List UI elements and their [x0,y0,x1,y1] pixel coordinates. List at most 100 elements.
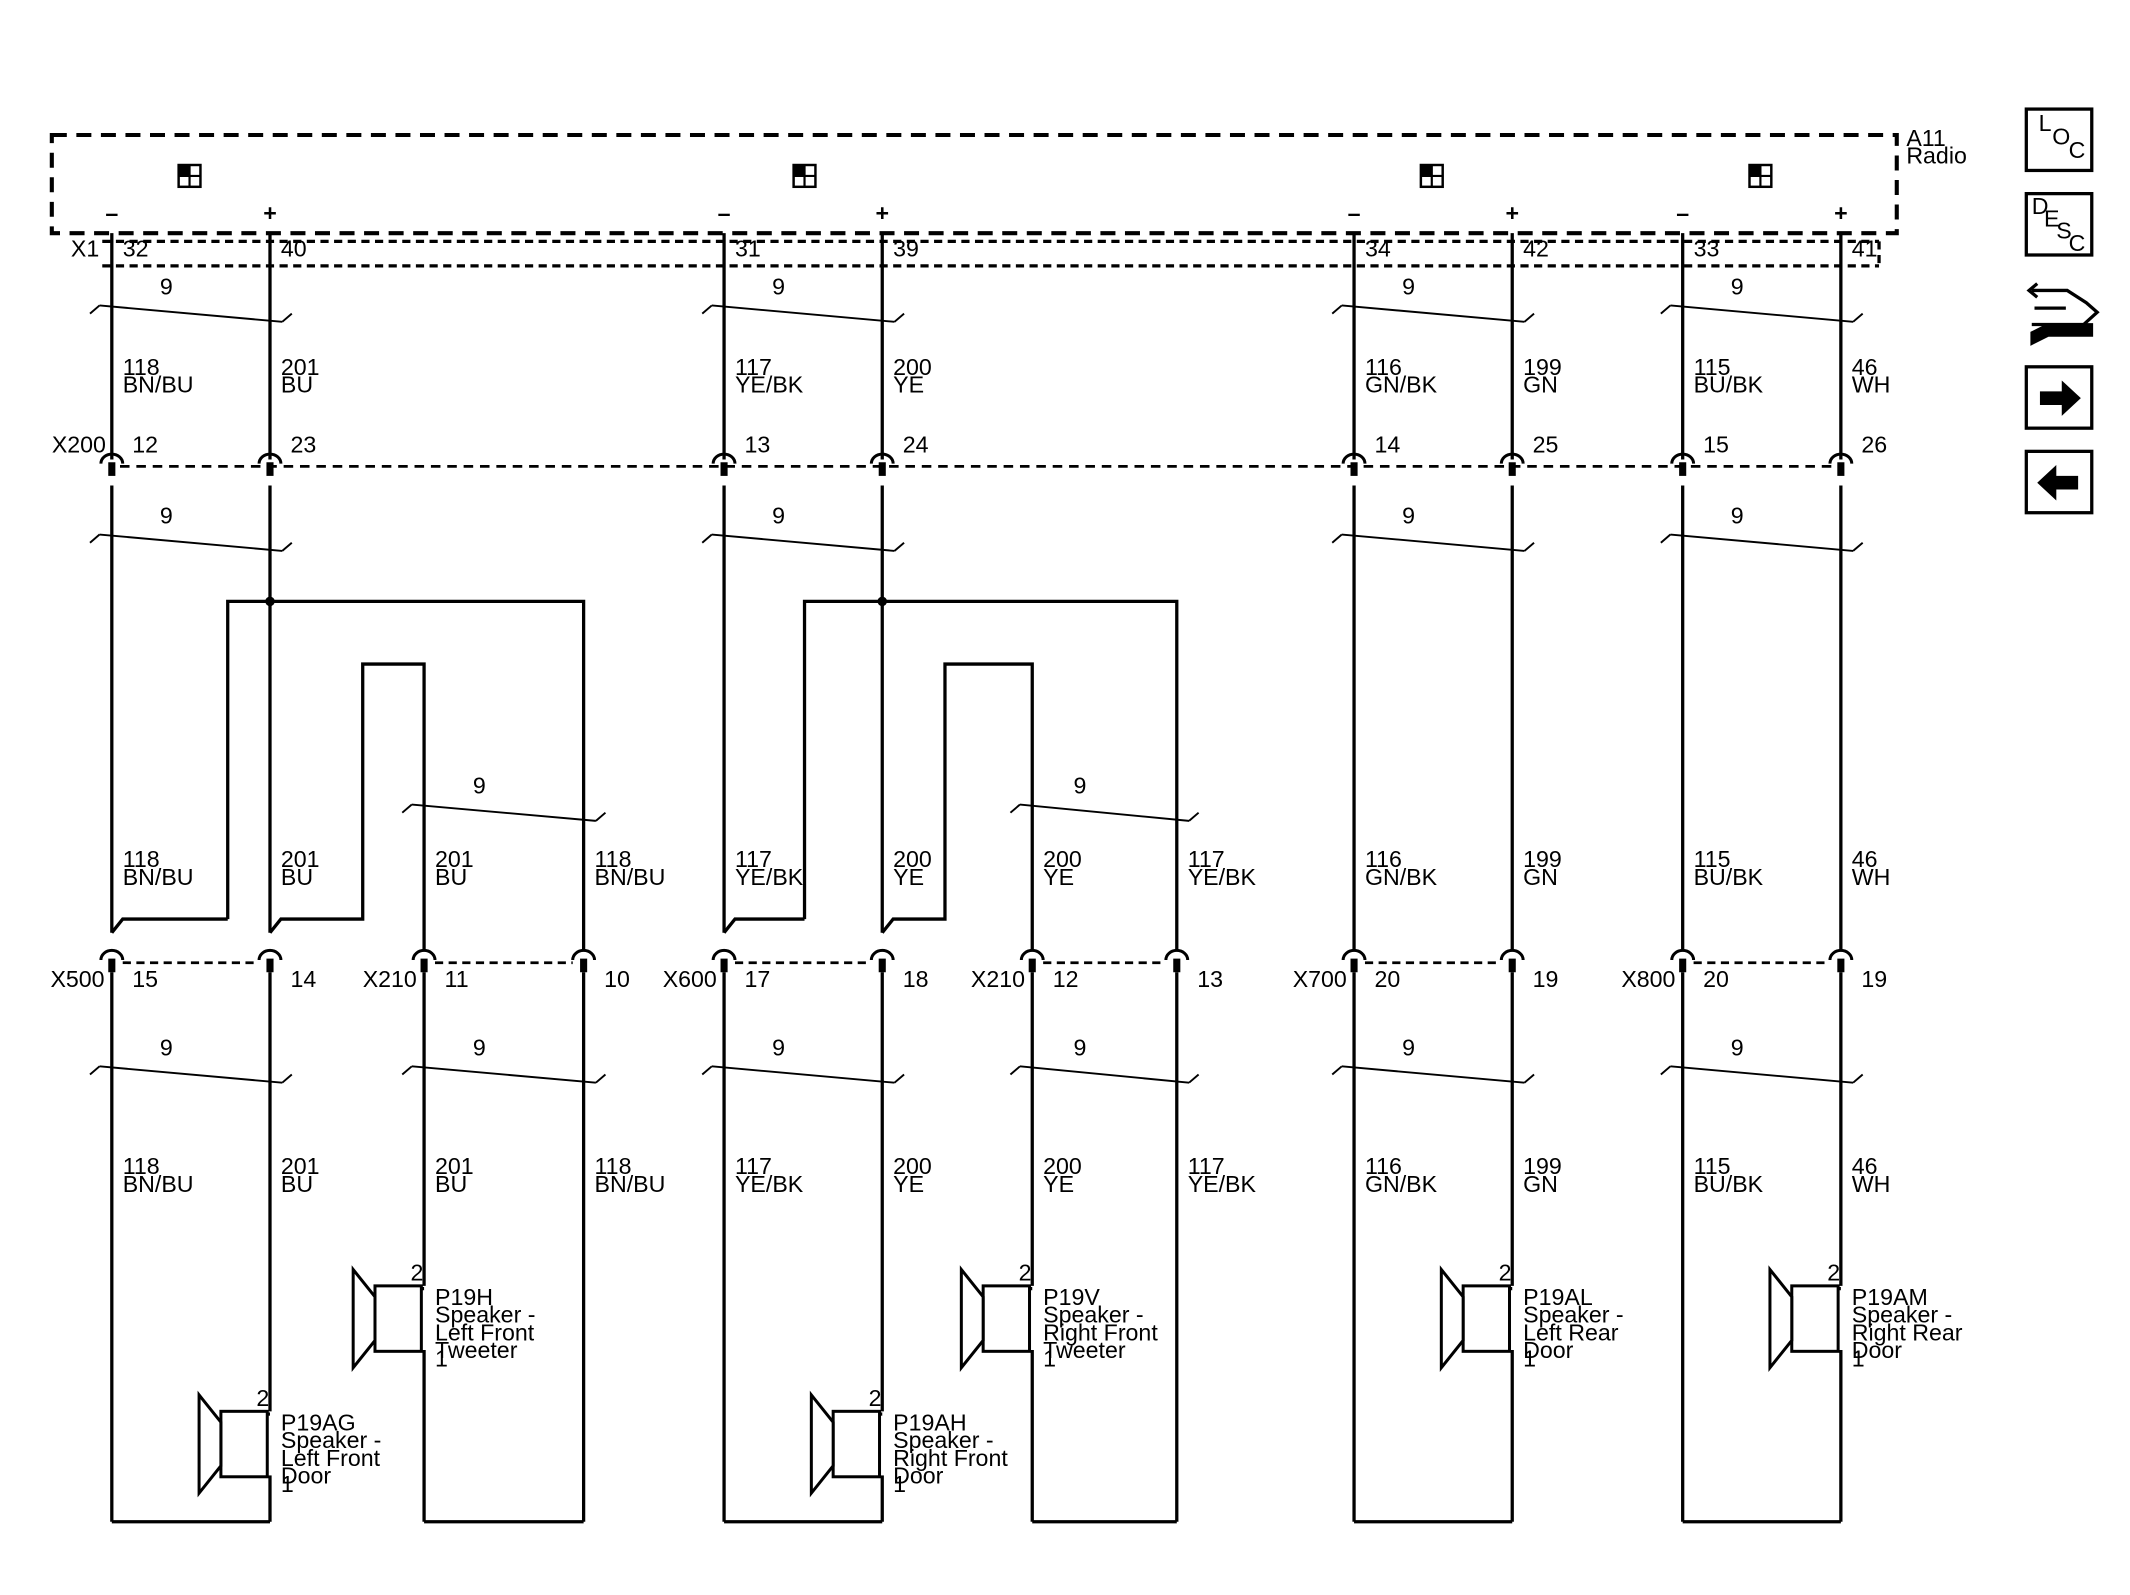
wire-color: YE [893,864,924,890]
circuit-number: 46 [1852,1153,1878,1179]
twisted-pair-marker [99,304,283,323]
wire-color: YE [1043,864,1074,890]
speaker-description: Right Front [893,1445,1008,1471]
speaker-pin-number: 2 [869,1385,882,1411]
tweeter-feed-wire [268,662,426,951]
speaker-pin-number: 1 [1523,1345,1536,1371]
previous-page-button[interactable] [2024,449,2094,515]
twist-count-label: 9 [160,503,173,529]
speaker-symbol [197,1390,269,1498]
connector-name: X600 [663,966,717,992]
connector-terminal [571,948,597,961]
loc-letter: C [2069,137,2086,163]
connector-pin [1173,958,1181,973]
next-page-button[interactable] [2024,365,2094,430]
connector-pin-number: 23 [290,432,316,458]
speaker-magnet [1790,1284,1840,1353]
wire-color: YE [893,372,924,398]
twisted-pair-marker [1188,811,1200,822]
connector-terminal [1828,948,1854,961]
speaker-description: Tweeter [1043,1337,1126,1363]
connector-pin-number: 18 [903,966,929,992]
speaker-pin-number: 1 [1852,1345,1865,1371]
twist-count-label: 9 [1402,503,1415,529]
wire-color: BN/BU [595,864,666,890]
twisted-pair-marker [1670,533,1854,552]
twisted-pair-marker [1019,1065,1190,1084]
speaker-magnet [1461,1284,1512,1353]
wire-color: BU/BK [1694,864,1764,890]
speaker-cone [1439,1265,1465,1372]
twisted-pair-marker [1660,1065,1672,1076]
wire-color: GN [1523,864,1558,890]
circuit-number: 115 [1694,354,1731,380]
connector-pin [720,462,728,476]
circuit-number: 117 [1188,846,1225,872]
circuit-number: 200 [893,354,932,380]
circuit-number: 118 [595,1153,632,1179]
radio-pin-number: 34 [1365,235,1391,261]
speaker-description: Door [1523,1337,1574,1363]
connector-terminal [411,948,437,961]
speaker-magnet [831,1409,882,1479]
speaker-cone [959,1265,985,1372]
wire-segment [110,917,228,934]
connector-terminal [869,948,895,961]
connector-terminal [1828,452,1854,464]
speaker-pin-number: 1 [893,1471,906,1497]
loc-button[interactable]: LOC [2024,107,2094,173]
twisted-pair-marker [89,304,101,315]
twisted-pair-marker [1852,1073,1864,1084]
circuit-number: 201 [281,846,320,872]
desc-letter: E [2044,205,2059,231]
circuit-number: 117 [735,846,772,872]
speaker-cone [351,1265,377,1372]
module-ref: A11 [1906,125,1946,151]
connector-pin [1679,958,1687,973]
connector-pin-number: 20 [1703,966,1729,992]
connector-name: X1 [71,235,99,261]
twisted-pair-marker [893,541,905,552]
connector-name: X700 [1293,966,1347,992]
radio-pin-number: 40 [281,235,307,261]
circuit-number: 200 [893,1153,932,1179]
connector-terminal [1499,948,1525,961]
twist-count-label: 9 [473,1034,486,1060]
circuit-number: 115 [1694,1153,1731,1179]
connector-pin [108,958,116,973]
circuit-number: 118 [123,1153,160,1179]
radio-pin-number: 39 [893,235,919,261]
speaker-symbol [1768,1265,1840,1372]
speaker-description: Right Front [1043,1319,1158,1345]
speaker-symbol [809,1390,882,1498]
connector-pin-number: 15 [132,966,158,992]
connector-pin-number: 19 [1861,966,1887,992]
circuit-number: 117 [735,1153,772,1179]
twist-count-label: 9 [1731,503,1744,529]
speaker-description: Door [281,1463,332,1489]
connector-name: X500 [50,966,104,992]
component-view-icon[interactable] [2026,282,2100,346]
connector-pin-number: 14 [290,966,316,992]
twist-count-label: 9 [1731,274,1744,300]
connector-name: X210 [971,966,1025,992]
connector-pin-number: 13 [745,432,771,458]
connector-pin-number: 11 [445,966,469,992]
twisted-pair-marker [701,533,713,544]
circuit-number: 116 [1365,1153,1402,1179]
connector-terminal [1670,948,1696,961]
wire-color: BU/BK [1694,1171,1764,1197]
twisted-pair-marker [595,1073,607,1084]
twisted-pair-marker [89,1065,101,1076]
twisted-pair-marker [1341,1065,1525,1084]
twisted-pair-marker [893,1073,905,1084]
circuit-number: 115 [1694,846,1731,872]
speaker-pin-number: 1 [281,1471,294,1497]
wire-color: WH [1852,864,1891,890]
twisted-pair-marker [411,1065,596,1084]
twisted-pair-marker [893,312,905,323]
connector-pin-number: 13 [1197,966,1223,992]
desc-button-frame [2024,191,2094,257]
wrench-icon [2030,323,2094,346]
